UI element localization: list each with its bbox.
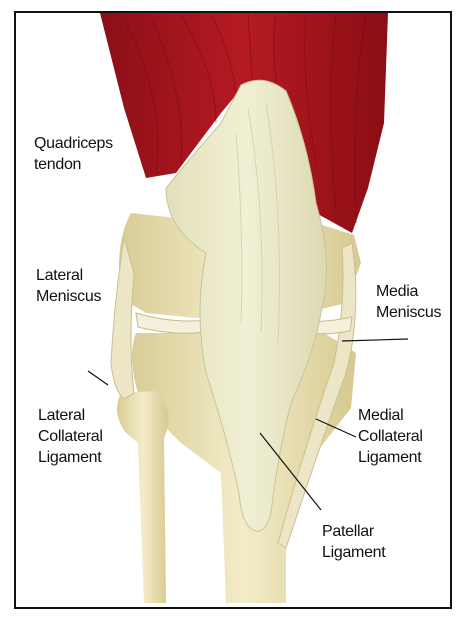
label-lateral-meniscus: Lateral Meniscus [36, 265, 101, 307]
label-patellar-ligament: Patellar Ligament [322, 521, 385, 563]
lateral-collateral-ligament-shape [111, 238, 134, 399]
label-line: Medial [358, 405, 423, 426]
label-line: Ligament [322, 542, 385, 563]
label-line: Media [376, 281, 441, 302]
label-line: Lateral [38, 405, 103, 426]
label-line: Collateral [358, 426, 423, 447]
fibula [117, 391, 169, 603]
label-line: tendon [34, 154, 113, 175]
label-lateral-collateral-ligament: Lateral Collateral Ligament [38, 405, 103, 468]
label-line: Ligament [358, 447, 423, 468]
label-line: Lateral [36, 265, 101, 286]
label-line: Patellar [322, 521, 385, 542]
label-line: Meniscus [36, 286, 101, 307]
label-line: Collateral [38, 426, 103, 447]
label-line: Meniscus [376, 302, 441, 323]
label-media-meniscus: Media Meniscus [376, 281, 441, 323]
label-line: Ligament [38, 447, 103, 468]
label-quadriceps-tendon: Quadriceps tendon [34, 133, 113, 175]
label-line: Quadriceps [34, 133, 113, 154]
figure-frame: Quadriceps tendon Lateral Meniscus Media… [14, 11, 452, 609]
label-medial-collateral-ligament: Medial Collateral Ligament [358, 405, 423, 468]
